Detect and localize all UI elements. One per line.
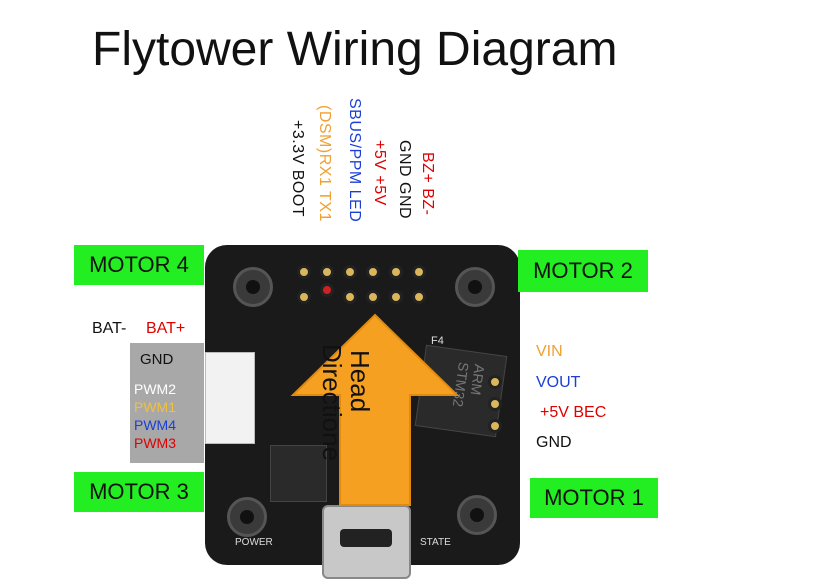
pwm4-label: PWM4 <box>134 417 176 433</box>
pin-label-gnd: GND GND <box>396 140 413 220</box>
arrow-text-direction: Directione <box>317 344 347 462</box>
arrow-text-block-2: Directione <box>317 344 347 462</box>
usb-port-icon <box>322 505 411 579</box>
pin-label-bz: BZ+ BZ- <box>419 152 436 216</box>
pwm3-label: PWM3 <box>134 435 176 451</box>
header-pin <box>297 265 311 279</box>
vin-label: VIN <box>536 343 563 360</box>
pin-label-5v: +5V +5V <box>371 140 388 206</box>
header-pin <box>389 265 403 279</box>
pwm2-label: PWM2 <box>134 381 176 397</box>
arrow-text-head: Head <box>345 350 375 413</box>
vout-label: VOUT <box>536 374 581 391</box>
pwm-panel: GND PWM2 PWM1 PWM4 PWM3 <box>130 343 204 463</box>
mount-hole-icon <box>457 495 497 535</box>
usb-socket <box>340 529 392 547</box>
gnd-right-label: GND <box>536 434 572 451</box>
mount-hole-icon <box>455 267 495 307</box>
header-pin <box>320 265 334 279</box>
bec-pad <box>488 419 502 433</box>
vin-pad <box>488 375 502 389</box>
header-pin <box>297 290 311 304</box>
pin-label-sbus: SBUS/PPM LED <box>346 98 363 223</box>
motor-1-label: MOTOR 1 <box>530 478 658 518</box>
mount-hole-icon <box>227 497 267 537</box>
header-pin <box>366 265 380 279</box>
gnd-left-label: GND <box>140 351 174 368</box>
board-marking-f4: F4 <box>431 335 444 347</box>
bat-minus-label: BAT- <box>92 320 127 337</box>
diagram-title: Flytower Wiring Diagram <box>92 23 618 76</box>
header-pin <box>343 265 357 279</box>
header-pin <box>412 290 426 304</box>
header-pin <box>320 283 334 297</box>
header-pin <box>366 290 380 304</box>
header-pin <box>343 290 357 304</box>
board-marking-state: STATE <box>420 537 451 548</box>
pin-label-rx1: (DSM)RX1 TX1 <box>316 105 333 222</box>
pwm1-label: PWM1 <box>134 399 176 415</box>
header-pin <box>389 290 403 304</box>
head-direction-arrow-icon <box>290 313 460 506</box>
pin-label-boot: +3.3V BOOT <box>289 120 306 218</box>
esc-connector <box>205 352 255 444</box>
motor-2-label: MOTOR 2 <box>518 250 648 292</box>
header-pin <box>412 265 426 279</box>
bec-label: +5V BEC <box>540 404 607 421</box>
vout-pad <box>488 397 502 411</box>
motor-4-label: MOTOR 4 <box>74 245 204 285</box>
bat-plus-label: BAT+ <box>146 320 186 337</box>
secondary-chip <box>270 445 327 502</box>
mount-hole-icon <box>233 267 273 307</box>
board-marking-power: POWER <box>235 537 273 548</box>
motor-3-label: MOTOR 3 <box>74 472 204 512</box>
arrow-text-block: Head <box>345 350 375 413</box>
